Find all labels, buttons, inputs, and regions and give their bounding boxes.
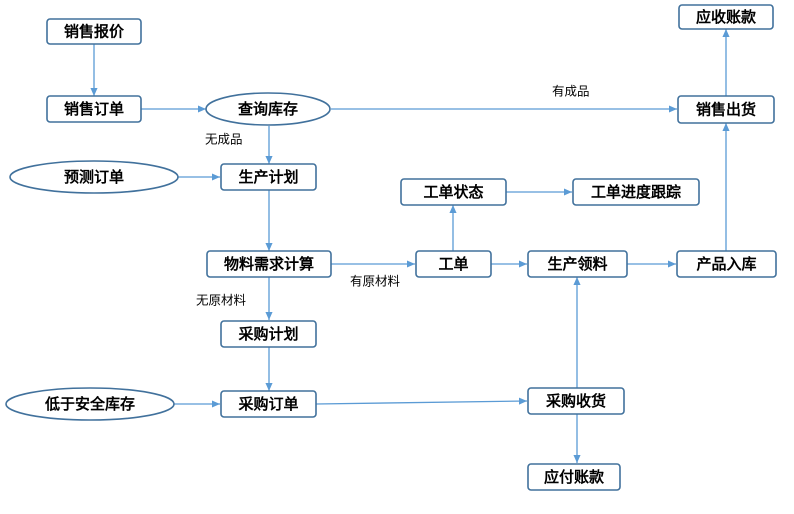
node-work-order-status[interactable]: 工单状态 <box>400 178 507 206</box>
node-sales-order[interactable]: 销售订单 <box>46 95 142 123</box>
node-accounts-receivable[interactable]: 应收账款 <box>678 4 774 30</box>
svg-text:低于安全库存: 低于安全库存 <box>44 395 135 413</box>
node-product-warehousing[interactable]: 产品入库 <box>676 250 777 278</box>
svg-text:物料需求计算: 物料需求计算 <box>224 255 314 273</box>
svg-text:查询库存: 查询库存 <box>238 100 298 118</box>
svg-text:产品入库: 产品入库 <box>696 255 756 273</box>
svg-text:采购订单: 采购订单 <box>237 395 298 413</box>
node-purchase-plan[interactable]: 采购计划 <box>220 320 317 348</box>
node-sales-quote[interactable]: 销售报价 <box>46 18 142 45</box>
label-no-raw-material: 无原材料 <box>196 293 247 308</box>
svg-text:工单: 工单 <box>438 255 468 273</box>
svg-text:生产领料: 生产领料 <box>547 255 607 273</box>
edge-labels: 有成品 无成品 有原材料 无原材料 <box>196 84 590 308</box>
node-production-picking[interactable]: 生产领料 <box>527 250 628 278</box>
node-mrp[interactable]: 物料需求计算 <box>206 250 332 278</box>
svg-text:工单状态: 工单状态 <box>423 183 483 201</box>
svg-text:采购收货: 采购收货 <box>545 392 606 410</box>
label-has-finished-goods: 有成品 <box>552 84 590 99</box>
svg-text:预测订单: 预测订单 <box>64 168 124 186</box>
node-purchase-receipt[interactable]: 采购收货 <box>527 387 625 415</box>
node-accounts-payable[interactable]: 应付账款 <box>527 463 621 491</box>
node-sales-delivery[interactable]: 销售出货 <box>677 95 775 124</box>
label-no-finished-goods: 无成品 <box>205 132 243 147</box>
label-has-raw-material: 有原材料 <box>350 274 401 289</box>
node-purchase-order[interactable]: 采购订单 <box>220 390 317 418</box>
node-work-order[interactable]: 工单 <box>415 250 492 278</box>
node-production-plan[interactable]: 生产计划 <box>220 163 317 191</box>
svg-text:采购计划: 采购计划 <box>237 325 298 343</box>
svg-text:销售报价: 销售报价 <box>64 23 125 41</box>
svg-text:应付账款: 应付账款 <box>544 468 605 486</box>
node-below-safety-stock[interactable]: 低于安全库存 <box>5 387 175 421</box>
node-forecast-order[interactable]: 预测订单 <box>9 160 179 194</box>
node-query-inventory[interactable]: 查询库存 <box>205 92 331 126</box>
svg-text:生产计划: 生产计划 <box>238 168 298 186</box>
edge-po-to-receipt <box>315 397 528 405</box>
svg-text:销售订单: 销售订单 <box>64 100 124 118</box>
svg-text:销售出货: 销售出货 <box>696 101 756 119</box>
svg-text:应收账款: 应收账款 <box>696 8 757 26</box>
edges <box>90 29 730 463</box>
svg-text:工单进度跟踪: 工单进度跟踪 <box>591 183 681 201</box>
node-work-order-tracking[interactable]: 工单进度跟踪 <box>572 178 700 206</box>
